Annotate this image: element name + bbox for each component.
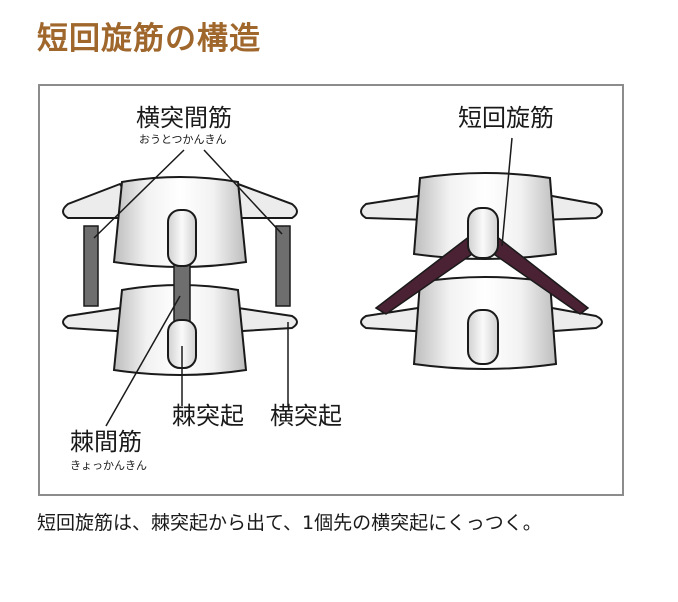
upper-spinous-process bbox=[167, 209, 197, 267]
ruby-intertransversarii: おうとつかんきん bbox=[139, 133, 227, 146]
leader-intertransversarii-right bbox=[203, 149, 283, 235]
diagram-frame: 横突間筋 おうとつかんきん 短回旋筋 棘突起 横突起 棘間筋 きょっかんきん bbox=[38, 84, 624, 496]
label-transverse-process: 横突起 bbox=[270, 402, 342, 430]
label-intertransversarii: 横突間筋 bbox=[136, 104, 232, 132]
caption: 短回旋筋は、棘突起から出て、1個先の横突起にくっつく。 bbox=[37, 512, 542, 534]
ruby-interspinales: きょっかんきん bbox=[70, 459, 147, 472]
intertransversarii-left bbox=[83, 225, 99, 307]
vertebra-diagram bbox=[62, 137, 603, 427]
leader-rotatores-brevis bbox=[501, 137, 513, 247]
label-spinous-process: 棘突起 bbox=[172, 402, 244, 430]
label-rotatores-brevis: 短回旋筋 bbox=[458, 104, 554, 132]
leader-intertransversarii-left bbox=[93, 149, 185, 239]
left-vertebrae bbox=[62, 149, 298, 427]
right-vertebrae bbox=[360, 137, 603, 370]
right-lower-spinous-process bbox=[467, 309, 499, 365]
label-interspinales: 棘間筋 bbox=[70, 428, 142, 456]
page-title: 短回旋筋の構造 bbox=[37, 21, 261, 57]
right-upper-spinous-process bbox=[467, 207, 499, 259]
intertransversarii-right bbox=[275, 225, 291, 307]
leader-interspinales bbox=[105, 295, 181, 427]
